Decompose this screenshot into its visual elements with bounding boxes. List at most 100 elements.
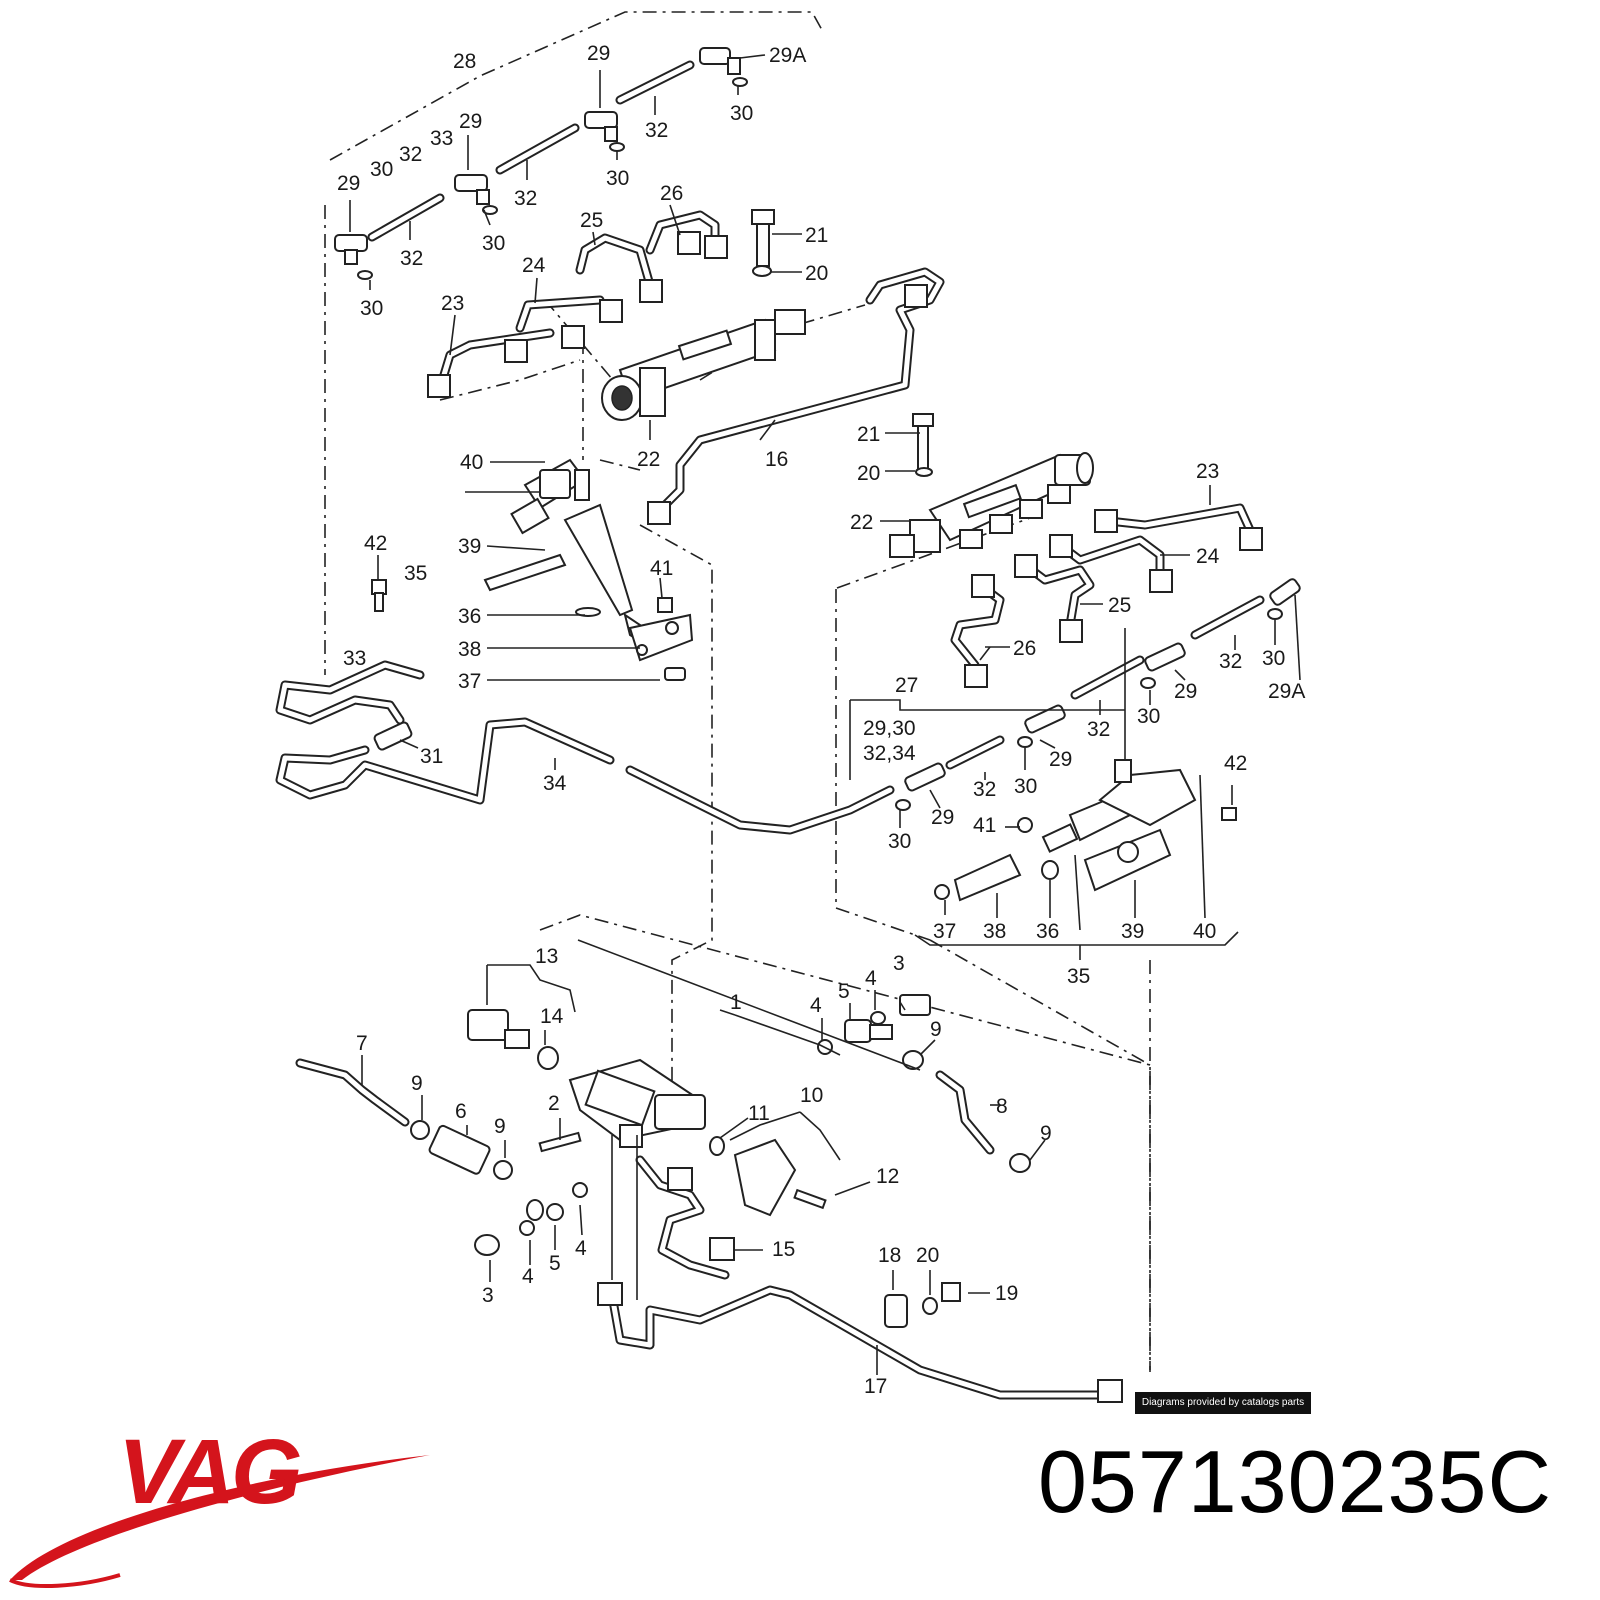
vag-logo: VAG xyxy=(9,1421,430,1588)
callout-32: 32 xyxy=(1087,718,1110,741)
return-t-connectors-right xyxy=(895,578,1301,811)
callout-19: 19 xyxy=(995,1282,1018,1305)
elbow-connector-29A xyxy=(699,47,748,87)
part-number: 057130235C xyxy=(1037,1432,1552,1531)
callout-29: 29 xyxy=(587,42,610,65)
callout-32-34: 32,34 xyxy=(863,742,916,765)
callout-32: 32 xyxy=(514,187,537,210)
diagram-credit-label: Diagrams provided by catalogs parts xyxy=(1135,1392,1311,1414)
callout-5: 5 xyxy=(549,1252,561,1275)
callout-35: 35 xyxy=(1067,965,1090,988)
callout-25: 25 xyxy=(580,209,603,232)
callout-30: 30 xyxy=(370,158,393,181)
callout-7: 7 xyxy=(356,1032,368,1055)
callout-20: 20 xyxy=(916,1244,939,1267)
callout-5: 5 xyxy=(838,980,850,1003)
callout-32: 32 xyxy=(645,119,668,142)
callout-29: 29 xyxy=(1049,748,1072,771)
callout-40: 40 xyxy=(460,451,483,474)
callout-42: 42 xyxy=(364,532,387,555)
callout-30: 30 xyxy=(606,167,629,190)
callout-20: 20 xyxy=(805,262,828,285)
callout-38: 38 xyxy=(983,920,1006,943)
callout-22: 22 xyxy=(850,511,873,534)
callout-22: 22 xyxy=(637,448,660,471)
callout-12: 12 xyxy=(876,1165,899,1188)
callout-38: 38 xyxy=(458,638,481,661)
callout-24: 24 xyxy=(1196,545,1220,568)
callout-30: 30 xyxy=(1262,647,1285,670)
callout-9: 9 xyxy=(494,1115,506,1138)
callout-21: 21 xyxy=(805,224,828,247)
callout-13: 13 xyxy=(535,945,558,968)
callout-26: 26 xyxy=(660,182,683,205)
callout-3: 3 xyxy=(893,952,905,975)
callout-29: 29 xyxy=(337,172,360,195)
callout-16: 16 xyxy=(765,448,788,471)
callout-1: 1 xyxy=(730,991,742,1014)
callout-23: 23 xyxy=(441,292,464,315)
callout-33: 33 xyxy=(343,647,366,670)
callout-42: 42 xyxy=(1224,752,1247,775)
callout-30: 30 xyxy=(730,102,753,125)
callout-29A: 29A xyxy=(769,44,806,67)
callout-32: 32 xyxy=(973,778,996,801)
logo-swoosh-tail xyxy=(9,1573,121,1588)
callout-24: 24 xyxy=(522,254,546,277)
callout-30: 30 xyxy=(360,297,383,320)
callout-34: 34 xyxy=(543,772,567,795)
callout-41: 41 xyxy=(650,557,673,580)
callout-37: 37 xyxy=(458,670,481,693)
callout-27: 27 xyxy=(895,674,918,697)
callout-37: 37 xyxy=(933,920,956,943)
fuel-rail-upper xyxy=(601,209,806,421)
callout-29-30: 29,30 xyxy=(863,717,916,740)
callout-29: 29 xyxy=(459,110,482,133)
pipe-nuts-upper xyxy=(427,231,928,525)
callout-23: 23 xyxy=(1196,460,1219,483)
callout-31: 31 xyxy=(420,745,443,768)
fuel-rail-right xyxy=(889,413,1263,688)
callout-8: 8 xyxy=(996,1095,1008,1118)
callout-28: 28 xyxy=(453,50,476,73)
callout-25: 25 xyxy=(1108,594,1131,617)
callout-9: 9 xyxy=(411,1072,423,1095)
callout-30: 30 xyxy=(1014,775,1037,798)
callout-17: 17 xyxy=(864,1375,887,1398)
logo-wordmark: VAG xyxy=(118,1421,300,1523)
callout-30: 30 xyxy=(888,830,911,853)
callout-39: 39 xyxy=(458,535,481,558)
callout-33: 33 xyxy=(430,127,453,150)
callout-32: 32 xyxy=(399,143,422,166)
t-connector-1 xyxy=(334,234,373,280)
callout-2: 2 xyxy=(548,1092,560,1115)
injector-upper xyxy=(371,458,694,681)
callout-20: 20 xyxy=(857,462,880,485)
injector-right xyxy=(934,759,1237,902)
callout-30: 30 xyxy=(1137,705,1160,728)
callout-41: 41 xyxy=(973,814,996,837)
callout-29: 29 xyxy=(1174,680,1197,703)
return-connector-31 xyxy=(373,721,413,751)
callout-21: 21 xyxy=(857,423,880,446)
callout-29A: 29A xyxy=(1268,680,1305,703)
callout-3: 3 xyxy=(482,1284,494,1307)
callout-29: 29 xyxy=(931,806,954,829)
callout-40: 40 xyxy=(1193,920,1216,943)
callout-4: 4 xyxy=(865,967,877,990)
callout-4: 4 xyxy=(810,994,822,1017)
pressure-block xyxy=(410,994,1123,1403)
callout-39: 39 xyxy=(1121,920,1144,943)
callout-4: 4 xyxy=(522,1265,534,1288)
callout-4: 4 xyxy=(575,1237,587,1260)
t-connector-3 xyxy=(584,111,625,152)
callout-32: 32 xyxy=(1219,650,1242,673)
callout-36: 36 xyxy=(1036,920,1059,943)
callout-36: 36 xyxy=(458,605,481,628)
dashed-boundaries xyxy=(324,11,1151,1372)
leader-lines xyxy=(349,54,1301,1375)
components xyxy=(334,47,1301,1403)
callout-26: 26 xyxy=(1013,637,1036,660)
callout-35: 35 xyxy=(404,562,427,585)
